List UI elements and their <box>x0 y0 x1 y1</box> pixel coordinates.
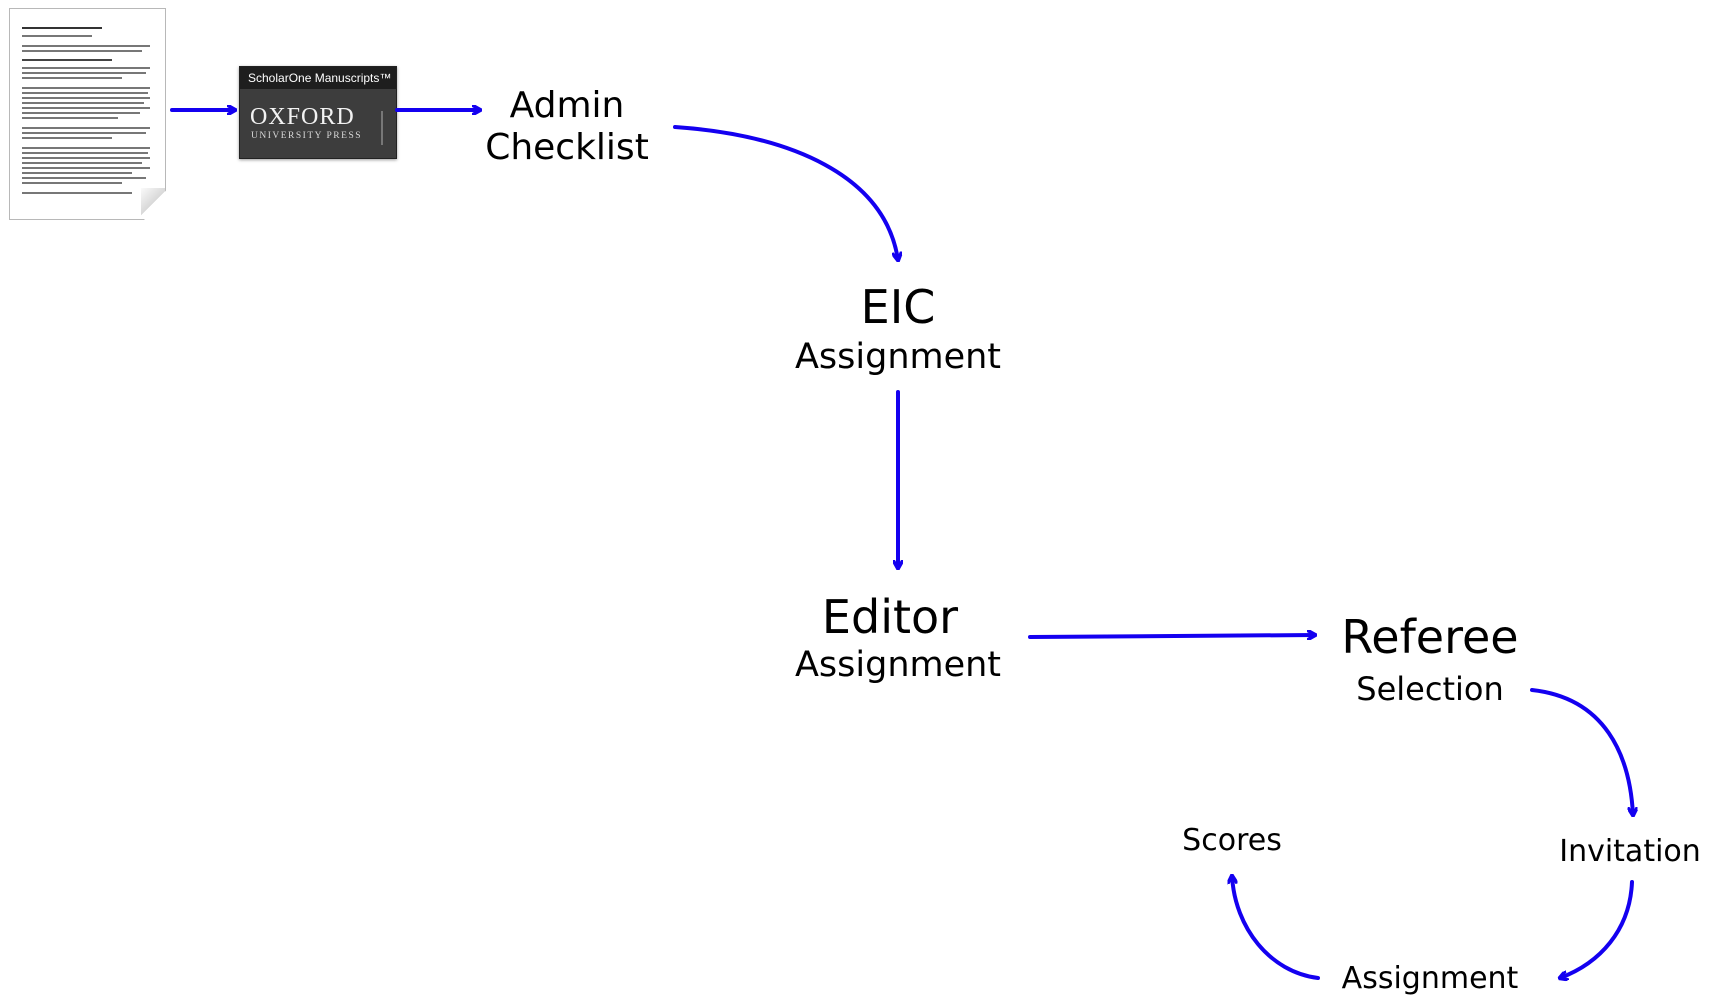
invitation-label: Invitation <box>1559 834 1701 869</box>
assignment-label: Assignment <box>1341 961 1519 996</box>
scores-label: Scores <box>1182 823 1282 858</box>
arrow-admin-to-eic <box>673 125 898 260</box>
editor-label: Editor <box>821 590 959 644</box>
eic-label: EIC <box>860 280 936 334</box>
arrow-referee-to-invitation <box>1530 688 1633 815</box>
logo-subname-text: UNIVERSITY PRESS <box>251 131 363 141</box>
admin-label: Admin <box>509 85 625 126</box>
oxford-scholarone-logo: ScholarOne Manuscripts™ OXFORD UNIVERSIT… <box>239 66 397 159</box>
editor-assignment-label: Assignment <box>794 645 1002 685</box>
manuscript-document-icon <box>9 8 166 220</box>
arrow-assignment-to-scores <box>1232 876 1320 980</box>
page-fold-icon <box>141 188 165 218</box>
arrow-editor-to-referee <box>1028 635 1315 637</box>
referee-label: Referee <box>1341 610 1519 664</box>
logo-banner-text: ScholarOne Manuscripts™ <box>240 67 396 89</box>
referee-selection-label: Selection <box>1356 670 1504 708</box>
checklist-label: Checklist <box>485 127 649 168</box>
logo-divider <box>381 111 383 145</box>
arrow-invitation-to-assignment <box>1560 880 1634 978</box>
logo-name-text: OXFORD <box>250 104 355 130</box>
eic-assignment-label: Assignment <box>794 337 1002 377</box>
